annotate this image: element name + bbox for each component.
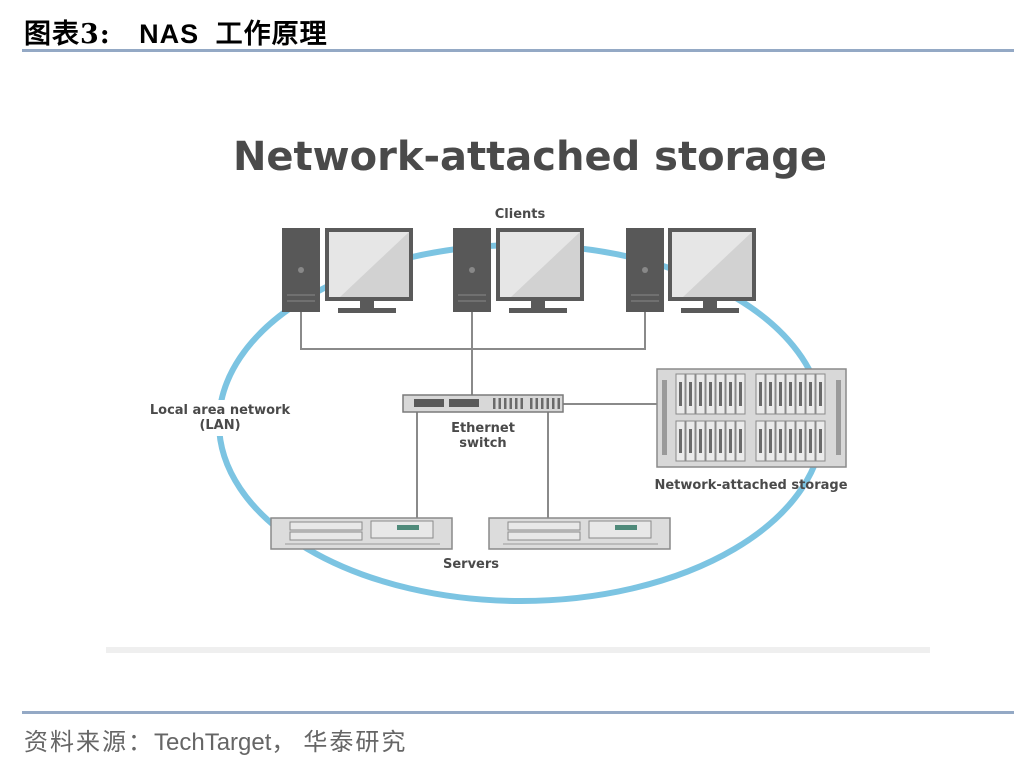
- nas-label: Network-attached storage: [654, 478, 847, 493]
- drive-handle: [679, 382, 682, 406]
- client-3: [626, 228, 756, 313]
- drive-handle: [739, 429, 742, 453]
- drive-handle: [699, 382, 702, 406]
- server-display: [615, 525, 637, 530]
- drive-handle: [779, 382, 782, 406]
- drive-handle: [699, 429, 702, 453]
- monitor-glare: [683, 232, 752, 297]
- bottom-divider: [22, 711, 1014, 714]
- source-note: 资料来源：TechTarget， 华泰研究: [24, 722, 407, 757]
- drive-handle: [759, 382, 762, 406]
- server-drive-slot: [507, 531, 581, 541]
- switch-port-block: [449, 399, 479, 407]
- switch-port-led: [498, 398, 501, 409]
- drive-handle: [819, 382, 822, 406]
- nas-handle-right: [836, 380, 841, 455]
- drive-handle: [789, 382, 792, 406]
- server-2: [488, 517, 671, 550]
- switch-port-led: [541, 398, 544, 409]
- drive-handle: [809, 382, 812, 406]
- switch-port-led: [557, 398, 560, 409]
- switch-port-led: [520, 398, 523, 409]
- switch-port-led: [530, 398, 533, 409]
- diagram-heading: Network-attached storage: [233, 134, 827, 180]
- switch-port-block: [414, 399, 444, 407]
- switch-port-led: [509, 398, 512, 409]
- image-bottom-band: [106, 647, 930, 653]
- servers-label: Servers: [443, 557, 499, 572]
- client-2: [453, 228, 584, 313]
- client-1: [282, 228, 413, 313]
- drive-handle: [799, 429, 802, 453]
- wires: [300, 312, 658, 518]
- monitor-base: [338, 308, 396, 313]
- figure-title-cn: 工作原理: [215, 19, 328, 50]
- drive-handle: [719, 382, 722, 406]
- power-button: [469, 267, 475, 273]
- drive-handle: [779, 429, 782, 453]
- source-suffix: 华泰研究: [303, 728, 408, 756]
- nas-array: [656, 368, 847, 468]
- power-button: [298, 267, 304, 273]
- server-drive-slot: [289, 521, 363, 531]
- switch-port-led: [504, 398, 507, 409]
- monitor-stand: [360, 301, 374, 308]
- drive-handle: [689, 429, 692, 453]
- switch-label-line2: switch: [459, 436, 506, 451]
- drive-handle: [769, 429, 772, 453]
- power-button: [642, 267, 648, 273]
- drive-handle: [759, 429, 762, 453]
- switch-port-led: [515, 398, 518, 409]
- drive-handle: [799, 382, 802, 406]
- drive-handle: [709, 382, 712, 406]
- drive-handle: [679, 429, 682, 453]
- lan-label-line1: Local area network: [150, 403, 291, 418]
- figure-label: 图表3:: [24, 19, 111, 50]
- switch-port-led: [535, 398, 538, 409]
- monitor-stand: [703, 301, 717, 308]
- server-display: [397, 525, 419, 530]
- source-org: TechTarget，: [154, 729, 296, 756]
- monitor-glare: [340, 232, 409, 297]
- server-1: [270, 517, 453, 550]
- source-prefix: 资料来源：: [24, 728, 154, 756]
- monitor-stand: [531, 301, 545, 308]
- monitor-glare: [511, 232, 580, 297]
- figure-title: 图表3: NAS 工作原理: [24, 12, 328, 51]
- switch-leds: [493, 398, 560, 409]
- drive-handle: [689, 382, 692, 406]
- drive-handle: [769, 382, 772, 406]
- ethernet-switch: [402, 394, 564, 413]
- nas-drive-bays: [675, 373, 826, 462]
- drive-handle: [809, 429, 812, 453]
- server-drive-slot: [507, 521, 581, 531]
- lan-label-bg: [150, 400, 292, 436]
- clients-label: Clients: [495, 207, 546, 222]
- lan-label-line2: (LAN): [199, 418, 240, 433]
- switch-label-line1: Ethernet: [451, 421, 515, 436]
- monitor-base: [681, 308, 739, 313]
- drive-handle: [729, 382, 732, 406]
- figure-title-latin: NAS: [139, 19, 200, 49]
- drive-handle: [819, 429, 822, 453]
- drive-handle: [739, 382, 742, 406]
- monitor-base: [509, 308, 567, 313]
- drive-handle: [729, 429, 732, 453]
- nas-handle-left: [662, 380, 667, 455]
- top-divider: [22, 49, 1014, 52]
- switch-port-led: [546, 398, 549, 409]
- drive-handle: [789, 429, 792, 453]
- drive-handle: [719, 429, 722, 453]
- server-drive-slot: [289, 531, 363, 541]
- switch-port-led: [493, 398, 496, 409]
- switch-port-led: [552, 398, 555, 409]
- drive-handle: [709, 429, 712, 453]
